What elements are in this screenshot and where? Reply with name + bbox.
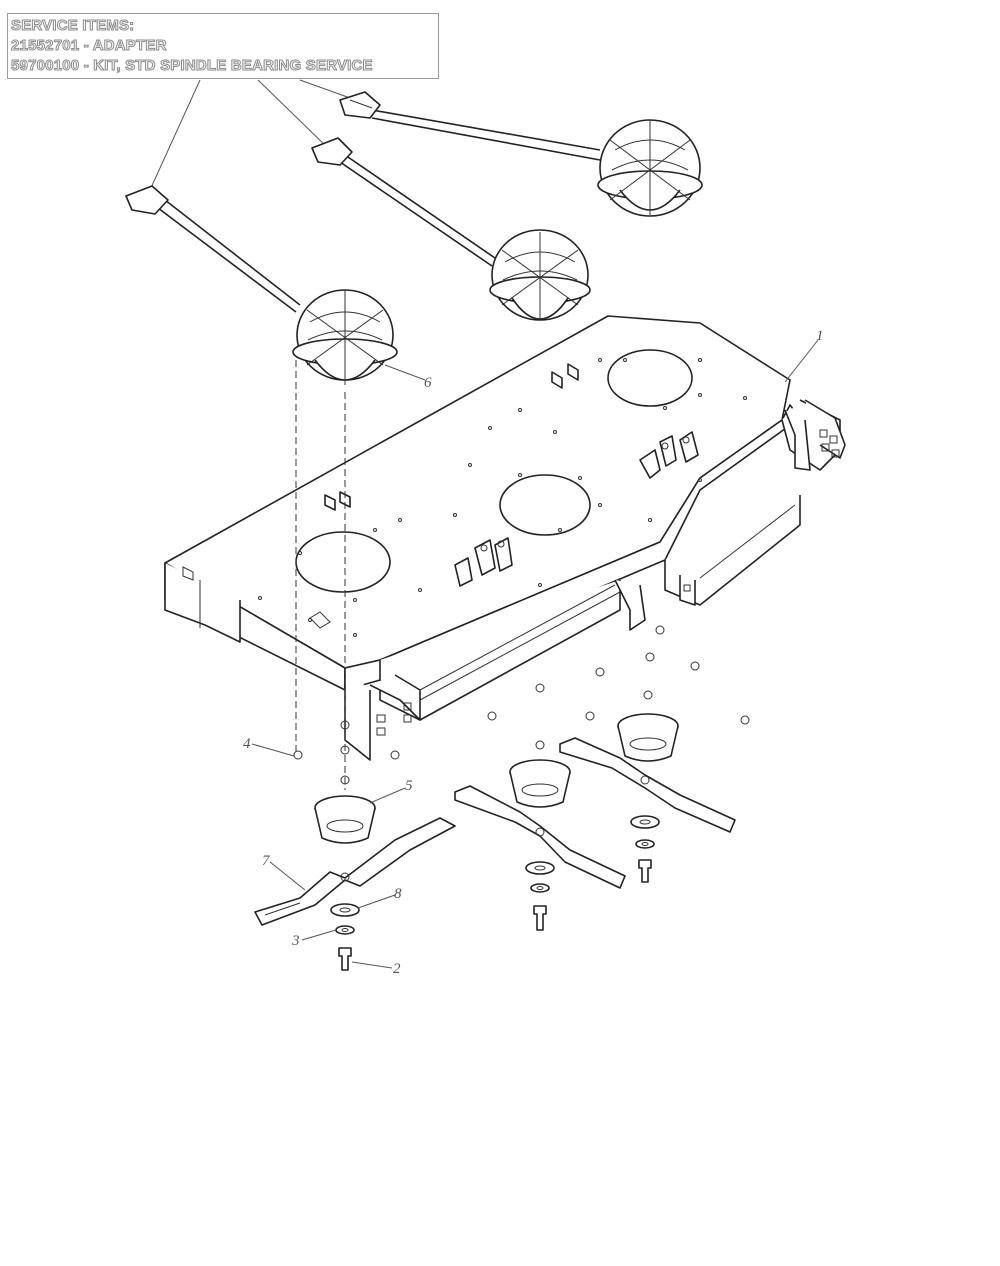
- service-items-heading: SERVICE ITEMS:: [10, 17, 135, 35]
- deck-nuts: [293, 625, 750, 785]
- assembly-center-lines: [295, 360, 346, 790]
- service-item-adapter: 21552701 - ADAPTER: [11, 37, 167, 55]
- callout-2: 2: [393, 961, 401, 977]
- callout-leaders: [251, 339, 819, 969]
- callout-7: 7: [262, 853, 271, 869]
- front-washers-bolt: [330, 903, 360, 971]
- callout-1: 1: [816, 328, 824, 344]
- blade-center: [454, 785, 626, 889]
- callout-6: 6: [424, 375, 432, 391]
- callout-8: 8: [394, 886, 402, 902]
- spindle-assembly-rear: [339, 91, 703, 217]
- spindle-assembly-center: [311, 137, 591, 321]
- blade-front: [254, 817, 456, 926]
- callout-5: 5: [405, 778, 413, 794]
- service-item-bearing-kit: 59700100 - KIT, STD SPINDLE BEARING SERV…: [11, 57, 374, 75]
- blade-adapter-rear: [617, 713, 679, 762]
- center-washers-bolt: [525, 861, 555, 931]
- mower-deck: [164, 315, 846, 761]
- blade-rear: [559, 737, 736, 833]
- blade-adapter-front: [314, 795, 376, 844]
- callout-4: 4: [243, 736, 251, 752]
- blade-adapter-center: [509, 759, 571, 808]
- service-leaders: [149, 79, 351, 191]
- rear-washers-bolt: [630, 815, 660, 883]
- service-items-box: SERVICE ITEMS: 21552701 - ADAPTER 597001…: [7, 13, 439, 79]
- callout-3: 3: [291, 933, 300, 949]
- spindle-assembly-front: [125, 185, 398, 385]
